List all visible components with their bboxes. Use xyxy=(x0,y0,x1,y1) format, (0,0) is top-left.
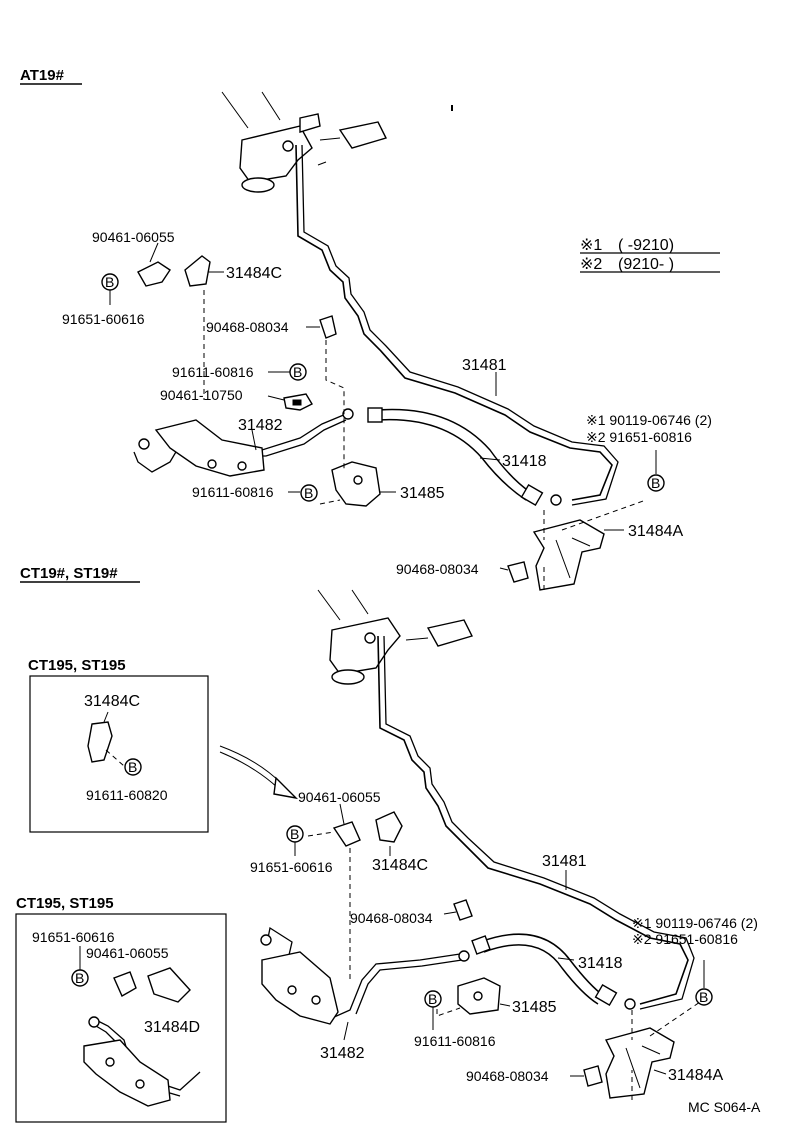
bolt-mark-b: B xyxy=(289,363,307,381)
inset2-label-91651-60616: 91651-60616 xyxy=(32,929,115,945)
label-31484a-bottom: 31484A xyxy=(668,1067,723,1084)
bracket-31484a-bottom xyxy=(604,1027,675,1099)
label-31484c-bottom: 31484C xyxy=(372,857,428,874)
label-90461-06055-bottom: 90461-06055 xyxy=(298,789,381,805)
bolt-mark-b: B xyxy=(424,990,442,1008)
bracket-31484c-top xyxy=(184,255,211,287)
reservoir-connector-bottom xyxy=(426,619,474,647)
inset2-clamp xyxy=(113,971,137,997)
pipe-31481-top xyxy=(295,144,613,501)
label-90468-08034-lower: 90468-08034 xyxy=(396,561,479,577)
label-90119-06746: ※1 90119-06746 (2) xyxy=(586,412,712,428)
svg-text:B: B xyxy=(105,274,114,290)
bracket-31484c-bottom xyxy=(375,811,403,843)
svg-text:B: B xyxy=(304,485,313,501)
inset-ct195-st195-a: CT195, ST195 31484C B 91611-60820 xyxy=(28,657,209,833)
inset2-label-31484d: 31484D xyxy=(144,1019,200,1036)
label-91651-60816: ※2 91651-60816 xyxy=(586,429,692,445)
svg-text:B: B xyxy=(428,991,437,1007)
svg-text:B: B xyxy=(651,475,660,491)
label-91651-60616: 91651-60616 xyxy=(62,311,145,327)
label-90468-08034-bottom: 90468-08034 xyxy=(350,910,433,926)
bracket-31484a-top xyxy=(532,519,605,591)
reservoir-connector xyxy=(338,121,388,149)
label-90468-08034-bottom-b: 90468-08034 xyxy=(466,1068,549,1084)
section-title-ct19-st19: CT19#, ST19# xyxy=(20,565,118,582)
release-cylinder xyxy=(154,419,265,477)
label-90468-08034: 90468-08034 xyxy=(206,319,289,335)
bottom-diagram: B B B 90461-06055 91651-60616 31484C 314… xyxy=(250,589,758,1100)
label-91611-60816-bottom: 91611-60816 xyxy=(414,1033,496,1049)
legend-mark1-symbol: ※1 xyxy=(580,237,602,254)
hose-31418-bottom xyxy=(479,933,605,997)
label-31418-bottom: 31418 xyxy=(578,955,623,972)
clip-90468-08034-top-b xyxy=(507,561,529,583)
bolt-mark-b: B xyxy=(300,484,318,502)
inset2-release-cylinder xyxy=(83,1039,171,1107)
label-90461-06055: 90461-06055 xyxy=(92,229,175,245)
inset1-label-91611-60820: 91611-60820 xyxy=(86,787,168,803)
hose-31418-top xyxy=(377,408,531,493)
release-cylinder-bottom xyxy=(261,951,339,1025)
inset1-bracket-31484c xyxy=(87,721,113,763)
inset-ct195-st195-b: CT195, ST195 91651-60616 90461-06055 B 3… xyxy=(15,895,227,1123)
label-90461-10750: 90461-10750 xyxy=(160,387,243,403)
diagram-code: MC S064-A xyxy=(688,1099,761,1115)
label-31485-bottom: 31485 xyxy=(512,999,557,1016)
bolt-mark-b: B xyxy=(647,474,665,492)
clip-90468-08034-bottom-b xyxy=(583,1065,603,1087)
inset2-title: CT195, ST195 xyxy=(16,895,114,912)
master-cylinder xyxy=(239,125,313,183)
label-31485: 31485 xyxy=(400,485,445,502)
clip-90468-08034-top-a xyxy=(319,315,337,339)
inset2-bracket-31484d xyxy=(147,967,191,1003)
label-31481-bottom: 31481 xyxy=(542,853,587,870)
label-91651-60816-bottom: ※2 91651-60816 xyxy=(632,931,738,947)
legend-mark2-text: (9210- ) xyxy=(618,256,674,273)
svg-text:B: B xyxy=(699,989,708,1005)
label-31481: 31481 xyxy=(462,357,507,374)
clip-90468-08034-bottom-a xyxy=(453,899,473,921)
svg-text:B: B xyxy=(128,759,137,775)
pipe-31481-bottom xyxy=(377,635,689,1005)
label-91611-60816-lower: 91611-60816 xyxy=(192,484,274,500)
label-31418: 31418 xyxy=(502,453,547,470)
svg-text:B: B xyxy=(290,826,299,842)
clamp-90461-06055-top xyxy=(137,261,171,287)
svg-text:B: B xyxy=(75,970,84,986)
inset2-label-90461-06055: 90461-06055 xyxy=(86,945,169,961)
label-31482: 31482 xyxy=(238,417,283,434)
inset-arrow xyxy=(219,745,283,785)
inset1-title: CT195, ST195 xyxy=(28,657,126,674)
label-91651-60616-bottom: 91651-60616 xyxy=(250,859,333,875)
legend-mark2-symbol: ※2 xyxy=(580,256,602,273)
label-31482-bottom: 31482 xyxy=(320,1045,365,1062)
bolt-mark-b: B xyxy=(286,825,304,843)
clamp-90461-06055-bottom xyxy=(332,821,361,847)
label-31484c: 31484C xyxy=(226,265,282,282)
legend-mark1-text: ( -9210) xyxy=(618,237,674,254)
label-91611-60816: 91611-60816 xyxy=(172,364,254,380)
legend: ※1 ( -9210) ※2 (9210- ) xyxy=(580,237,720,273)
inset1-label-31484c: 31484C xyxy=(84,693,140,710)
bolt-mark-b: B xyxy=(695,988,713,1006)
label-31484a: 31484A xyxy=(628,523,683,540)
label-90119-06746-bottom: ※1 90119-06746 (2) xyxy=(632,915,758,931)
master-cylinder-bottom xyxy=(329,617,401,675)
bolt-mark-b: B xyxy=(101,273,119,291)
svg-text:B: B xyxy=(293,364,302,380)
section-title-at19: AT19# xyxy=(20,67,65,84)
top-diagram: B B B B 90461-06055 31484C 91651 xyxy=(62,91,712,591)
